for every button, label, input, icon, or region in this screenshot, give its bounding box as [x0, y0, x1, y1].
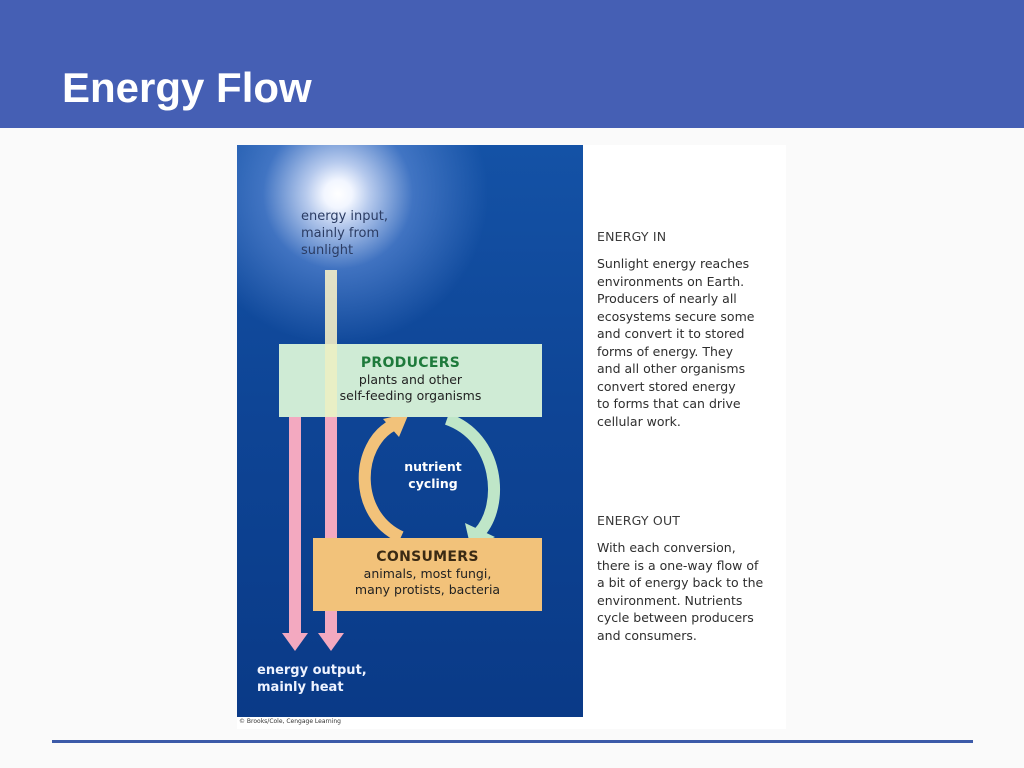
producers-title: PRODUCERS [360, 355, 461, 371]
consumers-description: animals, most fungi, many protists, bact… [354, 566, 501, 597]
energy-flow-figure: energy input, mainly from sunlight PRODU… [237, 145, 786, 729]
title-bar: Energy Flow [0, 0, 1024, 128]
energy-out-heading: ENERGY OUT [597, 513, 681, 528]
energy-in-text: Sunlight energy reaches environments on … [597, 256, 755, 429]
producers-box: PRODUCERS plants and other self-feeding … [279, 344, 542, 417]
energy-in-heading: ENERGY IN [597, 229, 667, 244]
flow-arrows [282, 270, 500, 651]
consumers-title: CONSUMERS [376, 549, 479, 565]
footer-rule [52, 740, 973, 743]
energy-input-label: energy input, mainly from sunlight [301, 209, 389, 258]
cycle-arrow-to-producers [358, 413, 409, 543]
nutrient-cycling-label: nutrient cycling [404, 459, 462, 491]
energy-output-label: energy output, mainly heat [257, 663, 367, 695]
diagram-panel: energy input, mainly from sunlight PRODU… [237, 145, 583, 717]
energy-arrow-consumers [318, 417, 344, 651]
sunlight-beam [325, 270, 337, 345]
energy-out-text: With each conversion, there is a one-way… [597, 540, 764, 643]
consumers-box: CONSUMERS animals, most fungi, many prot… [313, 538, 542, 611]
slide-title: Energy Flow [62, 64, 312, 111]
image-credit: © Brooks/Cole, Cengage Learning [239, 718, 341, 725]
producers-description: plants and other self-feeding organisms [339, 372, 482, 403]
energy-arrow-producers [282, 417, 308, 651]
